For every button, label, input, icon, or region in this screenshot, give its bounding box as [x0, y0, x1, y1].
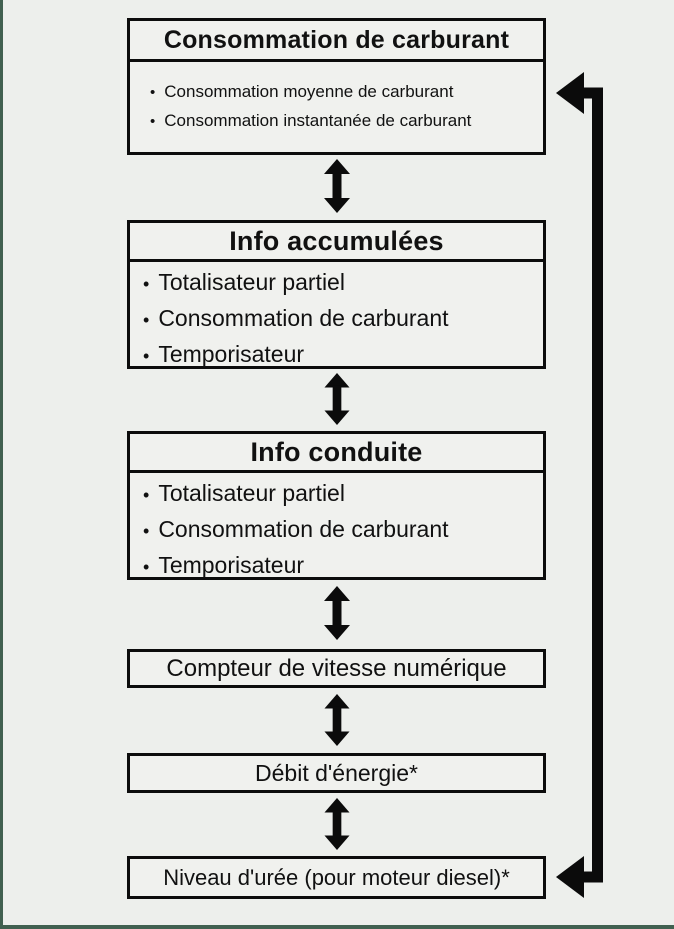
bullet-list: • Totalisateur partiel • Consommation de… — [130, 262, 543, 373]
list-item: • Totalisateur partiel — [143, 476, 537, 512]
list-item: • Consommation instantanée de carburant — [150, 107, 535, 136]
bullet-list: • Consommation moyenne de carburant • Co… — [130, 62, 543, 136]
page-edge-left — [0, 0, 3, 929]
list-item: • Consommation de carburant — [143, 512, 537, 548]
list-item-label: Totalisateur partiel — [158, 480, 345, 506]
list-item-label: Consommation de carburant — [158, 516, 449, 542]
bullet-icon: • — [143, 485, 150, 505]
list-item: • Consommation moyenne de carburant — [150, 78, 535, 107]
bullet-icon: • — [143, 310, 150, 330]
bullet-list: • Totalisateur partiel • Consommation de… — [130, 473, 543, 584]
list-item-label: Consommation de carburant — [158, 305, 449, 331]
double-arrow-icon — [323, 798, 351, 850]
box-label: Niveau d'urée (pour moteur diesel)* — [163, 864, 510, 890]
page-edge-bottom — [0, 925, 674, 929]
list-item-label: Consommation moyenne de carburant — [164, 82, 454, 101]
box-header: Info conduite — [130, 434, 543, 473]
list-item: • Temporisateur — [143, 548, 537, 584]
list-item-label: Totalisateur partiel — [158, 269, 345, 295]
box-driving-info: Info conduite • Totalisateur partiel • C… — [127, 431, 546, 580]
box-accumulated-info: Info accumulées • Totalisateur partiel •… — [127, 220, 546, 369]
bullet-icon: • — [143, 557, 150, 577]
box-digital-speedometer: Compteur de vitesse numérique — [127, 649, 546, 688]
box-urea-level: Niveau d'urée (pour moteur diesel)* — [127, 856, 546, 899]
double-arrow-icon — [323, 586, 351, 640]
list-item: • Consommation de carburant — [143, 301, 537, 337]
box-energy-flow: Débit d'énergie* — [127, 753, 546, 793]
bullet-icon: • — [150, 113, 156, 130]
double-arrow-icon — [323, 159, 351, 213]
box-label: Compteur de vitesse numérique — [166, 654, 507, 682]
double-arrow-icon — [323, 694, 351, 746]
list-item-label: Temporisateur — [158, 341, 305, 367]
list-item-label: Consommation instantanée de carburant — [164, 111, 472, 130]
box-header: Consommation de carburant — [130, 21, 543, 62]
list-item: • Temporisateur — [143, 337, 537, 373]
double-arrow-icon — [323, 373, 351, 425]
list-item: • Totalisateur partiel — [143, 265, 537, 301]
bullet-icon: • — [150, 84, 156, 101]
box-fuel-consumption: Consommation de carburant • Consommation… — [127, 18, 546, 155]
box-header: Info accumulées — [130, 223, 543, 262]
box-label: Débit d'énergie* — [255, 759, 418, 786]
bullet-icon: • — [143, 346, 150, 366]
bullet-icon: • — [143, 274, 150, 294]
list-item-label: Temporisateur — [158, 552, 305, 578]
bullet-icon: • — [143, 521, 150, 541]
